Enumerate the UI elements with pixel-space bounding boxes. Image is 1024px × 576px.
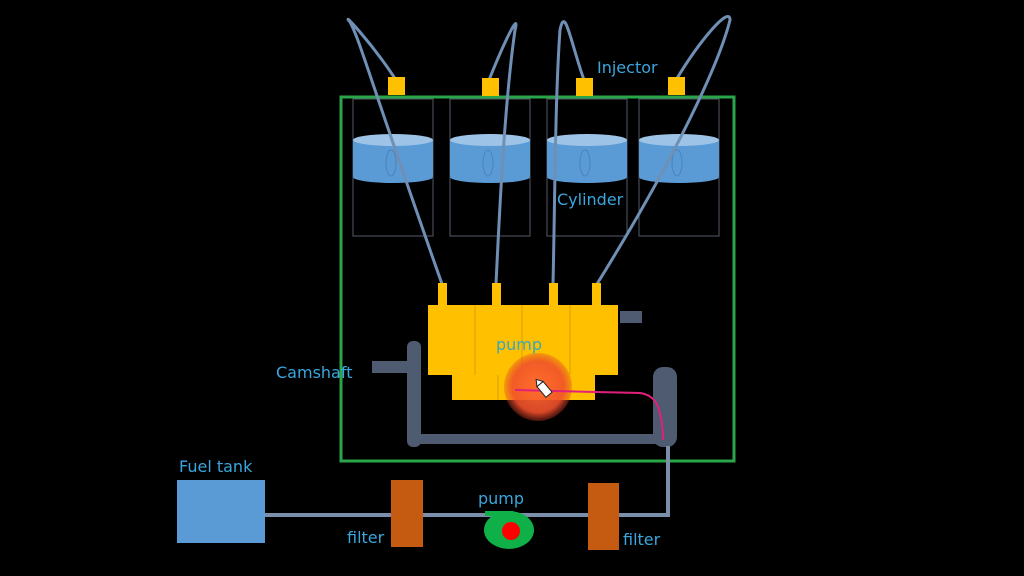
pistons [353,134,719,183]
filter-icon [391,480,423,547]
cursor-icon [535,378,553,399]
feed-pump-label: pump [478,489,524,508]
cylinder-label: Cylinder [557,190,624,209]
injector-icon [482,78,499,96]
injector-label: Injector [597,58,658,77]
filter-left-label: filter [347,528,385,547]
filter-right-label: filter [623,530,661,549]
engine-block-border [339,95,736,463]
injection-pump-label: pump [496,335,542,354]
injector-fuel-lines [346,15,732,286]
annotation-stroke [514,389,664,441]
piston-icon [353,134,433,183]
injector-icon [388,77,405,95]
injector-icon [576,78,593,96]
fuel-tank-icon [177,480,265,543]
camshaft-label: Camshaft [276,363,352,382]
piston-icon [639,134,719,183]
piston-icon [547,134,627,183]
injectors [388,77,685,96]
fuel-tank-label: Fuel tank [179,457,253,476]
camshaft [372,311,677,447]
injector-icon [668,77,685,95]
pump-icon [484,511,534,549]
filter-icon [588,483,619,550]
piston-icon [450,134,530,183]
